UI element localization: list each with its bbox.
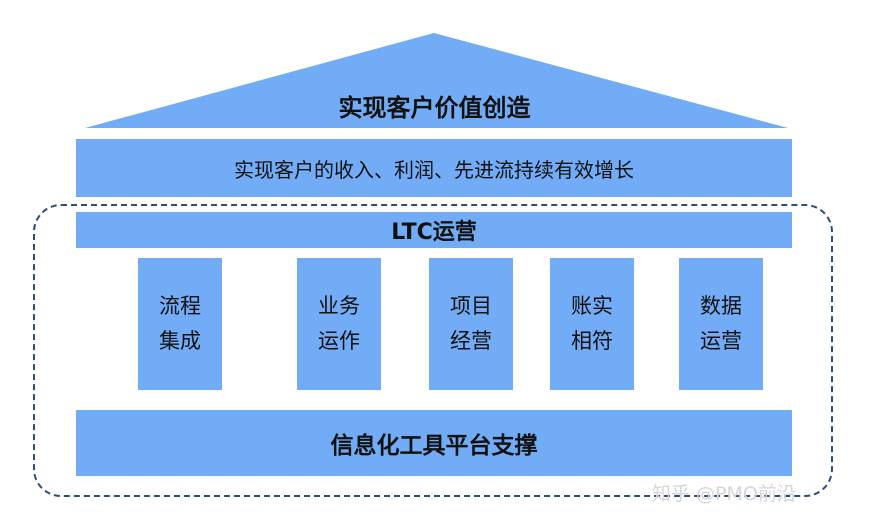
pillar-line-1: 流程 [159, 294, 201, 318]
watermark: 知乎 @PMO前沿 [652, 482, 796, 505]
ltc-band: LTC运营 [76, 212, 792, 248]
pillar-business-operation: 业务 运作 [297, 258, 381, 390]
pillar-account-reconciliation: 账实 相符 [550, 258, 634, 390]
pillar-line-2: 集成 [159, 329, 201, 353]
dashed-frame [33, 204, 833, 497]
pillar-line-2: 运作 [318, 329, 360, 353]
roof-triangle [85, 33, 788, 128]
pillar-line-2: 相符 [571, 329, 613, 353]
foundation-band: 信息化工具平台支撑 [76, 410, 792, 476]
goal-band: 实现客户的收入、利润、先进流持续有效增长 [76, 139, 792, 197]
pillar-process-integration: 流程 集成 [138, 258, 222, 390]
pillar-line-2: 经营 [450, 329, 492, 353]
pillar-data-operation: 数据 运营 [679, 258, 763, 390]
pillar-line-2: 运营 [700, 329, 742, 353]
pillar-line-1: 业务 [318, 294, 360, 318]
pillar-line-1: 数据 [700, 294, 742, 318]
pillar-project-management: 项目 经营 [429, 258, 513, 390]
pillar-line-1: 账实 [571, 294, 613, 318]
roof-title: 实现客户价值创造 [338, 93, 531, 122]
pillar-line-1: 项目 [450, 294, 492, 318]
